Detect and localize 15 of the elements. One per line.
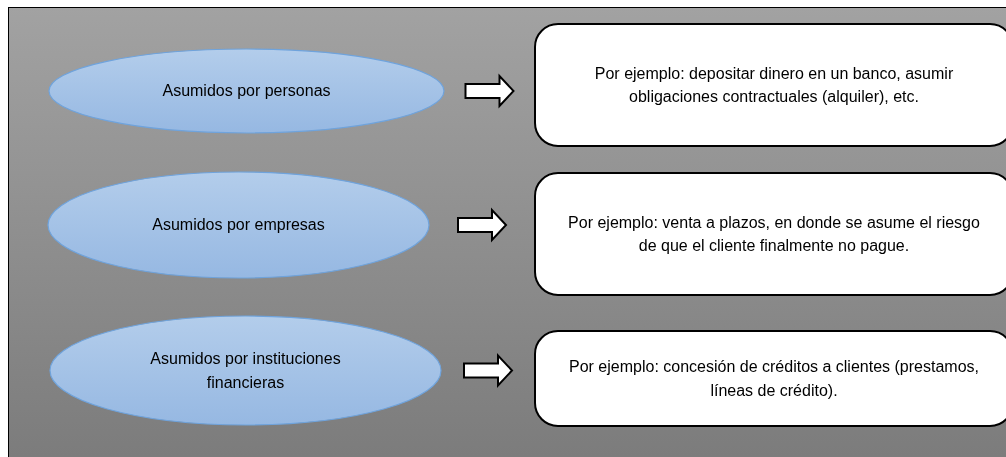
block-arrow (463, 352, 514, 389)
category-label: Asumidos por empresas (151, 215, 326, 236)
example-text: Por ejemplo: concesión de créditos a clientes (prestamos, líneas de crédito). (568, 357, 980, 401)
block-arrow (464, 73, 515, 109)
example-text: Por ejemplo: venta a plazos, en donde se asume el riesgo de que el cliente finalmente no pague. (567, 212, 981, 256)
oval (49, 315, 442, 426)
example-text: Por ejemplo: depositar dinero en un banco, asumir obligaciones contractuales (alquiler), etc. (593, 63, 955, 107)
example-box (534, 23, 1006, 147)
example-box (534, 330, 1006, 427)
example-box (534, 172, 1006, 296)
oval (47, 171, 430, 279)
category-label: Asumidos por instituciones financieras (149, 349, 342, 393)
oval (48, 48, 445, 134)
block-arrow (457, 207, 508, 243)
category-label: Asumidos por personas (161, 81, 332, 102)
